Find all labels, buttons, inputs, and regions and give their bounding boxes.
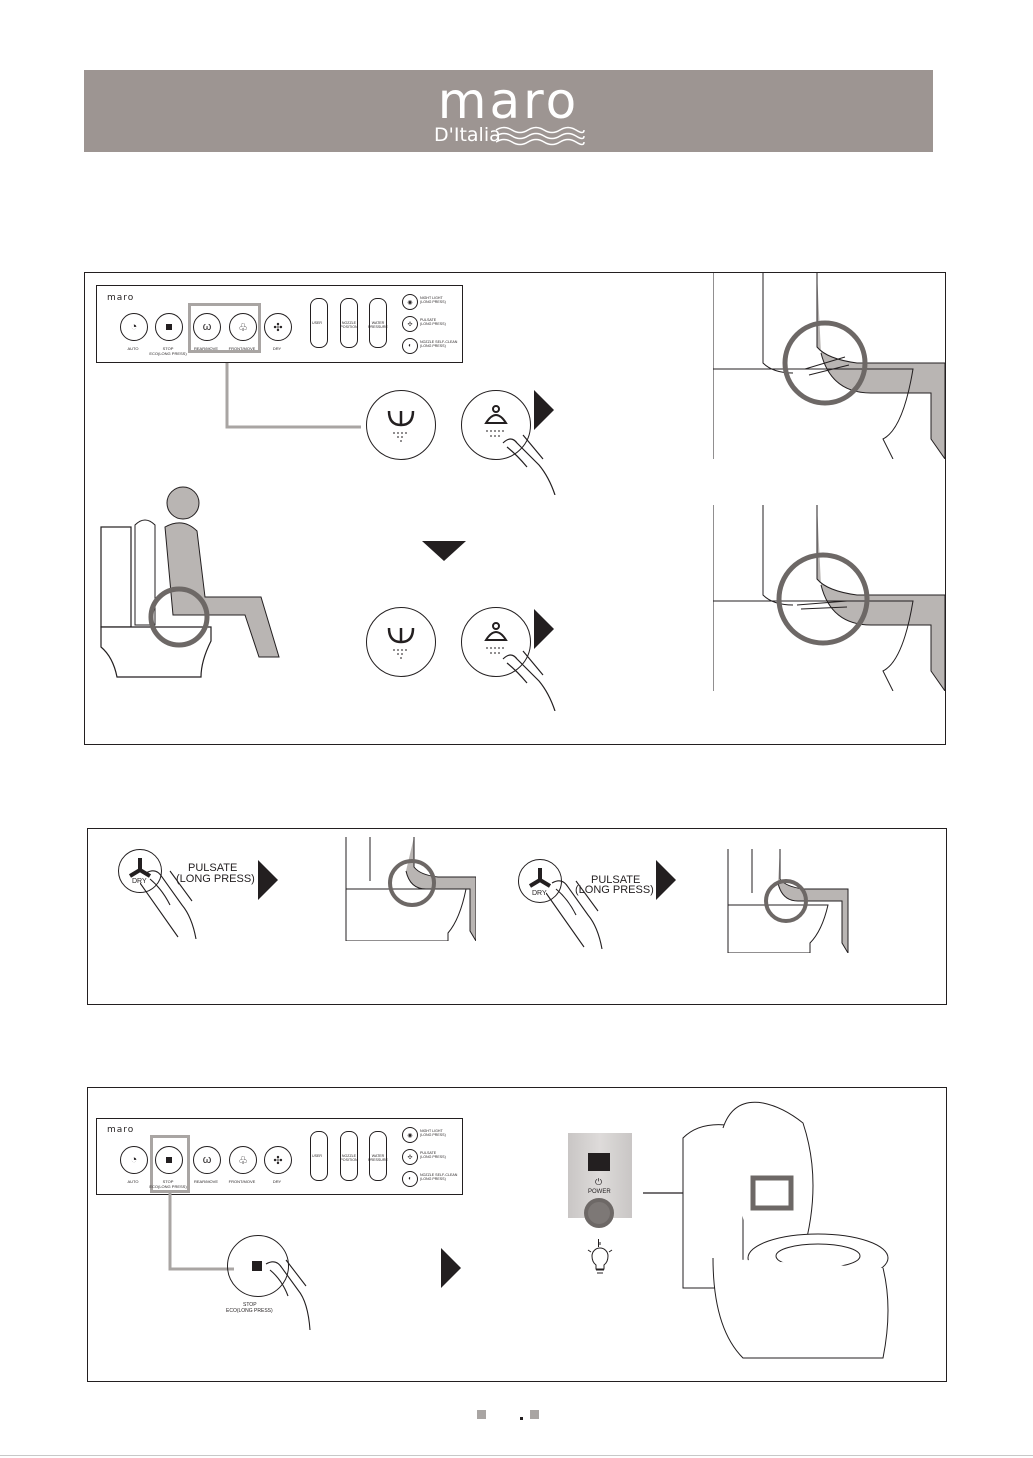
stop-label: STOP — [243, 1302, 257, 1308]
pulsate-illustration-1 — [345, 837, 476, 941]
brand-logo: maro — [437, 72, 580, 130]
arrow-right-icon-2 — [534, 609, 554, 649]
brand-banner: maro D'Italia — [84, 70, 933, 152]
fan-icon — [128, 858, 152, 878]
stop-button-large[interactable] — [227, 1235, 289, 1297]
user-selector[interactable]: USER — [310, 298, 328, 348]
pulsate-button-2[interactable]: ✣ — [402, 1149, 418, 1165]
dry-button[interactable]: ✣ — [264, 313, 292, 341]
front-wash-nozzle-illustration — [713, 505, 945, 691]
eco-mode-panel: maro ◔ ω ♧ ✣ AUTO STOP ECO(LONG PRESS) R… — [87, 1087, 947, 1382]
rear-wash-large-icon[interactable] — [366, 390, 436, 460]
power-label: POWER — [588, 1189, 611, 1195]
auto-button[interactable]: ◔ — [120, 313, 148, 341]
arrow-right-icon-3 — [258, 860, 278, 900]
hand-press-icon-5 — [265, 1259, 311, 1331]
auto-button-2[interactable]: ◔ — [120, 1146, 148, 1174]
pulsate-label-2: PULSATE — [591, 874, 641, 886]
page-number-mark-right — [530, 1410, 539, 1419]
stop-caption-2: STOP ECO(LONG PRESS) — [149, 1179, 187, 1189]
front-wash-large-icon-2[interactable] — [461, 607, 531, 677]
power-icon: ⏻ — [595, 1177, 603, 1187]
nozzle-clean-caption: NOZZLE SELF-CLEAN (LONG PRESS) — [420, 340, 458, 348]
pulsate-illustration-2 — [727, 849, 849, 953]
indicator-line — [598, 1239, 599, 1247]
rear-wash-nozzle-illustration — [713, 273, 945, 459]
wave-logo-icon — [495, 126, 585, 146]
dry-button-2[interactable]: ✣ — [264, 1146, 292, 1174]
highlight-box-wash — [188, 303, 261, 353]
dry-caption-2: DRY — [272, 1179, 282, 1184]
rear-wash-button-2[interactable]: ω — [193, 1146, 221, 1174]
toilet-eco-illustration — [643, 1101, 889, 1359]
control-panel-2: maro ◔ ω ♧ ✣ AUTO STOP ECO(LONG PRESS) R… — [96, 1118, 463, 1195]
night-light-button[interactable]: ◉ — [402, 294, 418, 310]
rear-wash-large-icon-2[interactable] — [366, 607, 436, 677]
arrow-right-icon-4 — [656, 860, 676, 900]
dry-caption: DRY — [272, 346, 282, 351]
highlight-box-stop — [150, 1135, 190, 1193]
front-caption-2: FRONT/MOVE — [228, 1179, 256, 1184]
hand-press-icon-4 — [546, 880, 603, 949]
auto-caption-2: AUTO — [127, 1179, 139, 1184]
stop-button-2[interactable] — [155, 1146, 183, 1174]
arrow-down-icon — [422, 541, 466, 561]
hand-press-icon-2 — [502, 650, 556, 711]
night-light-caption-2: NIGHT LIGHT (LONG PRESS) — [420, 1129, 446, 1137]
brand-subtitle: D'Italia — [434, 124, 501, 146]
front-caption: FRONT/MOVE — [228, 346, 256, 351]
nozzle-position-control[interactable]: NOZZLE POSITION — [340, 298, 358, 348]
bottom-rule — [0, 1455, 1033, 1456]
auto-caption: AUTO — [127, 346, 139, 351]
control-panel-1: maro ◔ ω ♧ ✣ AUTO STOP ECO(LONG PRESS) R… — [96, 285, 463, 363]
water-pressure-control-2[interactable]: WATER PRESSURE — [368, 1131, 388, 1181]
pulsate-label: PULSATE — [188, 862, 238, 874]
nozzle-clean-button-2[interactable]: ◐ — [402, 1171, 418, 1187]
connector-line — [225, 363, 361, 429]
pulsate-panel: DRY PULSATE (LONG PRESS) DRY PULSATE (LO… — [87, 828, 947, 1005]
pulsate-button[interactable]: ✣ — [402, 316, 418, 332]
long-press-label-2: (LONG PRESS) — [575, 884, 654, 896]
dry-button-large[interactable]: DRY — [118, 849, 162, 893]
night-light-caption: NIGHT LIGHT (LONG PRESS) — [420, 296, 446, 304]
hand-press-icon-3 — [140, 870, 197, 939]
nozzle-position-control-2[interactable]: NOZZLE POSITION — [340, 1131, 358, 1181]
page-number-dot — [520, 1417, 523, 1420]
rear-front-wash-panel: maro ◔ ω ♧ ✣ AUTO STOP ECO(LONG PRESS) R… — [84, 272, 946, 745]
arrow-right-icon — [534, 390, 554, 430]
rear-wash-button[interactable]: ω — [193, 313, 221, 341]
arrow-right-icon-5 — [441, 1248, 461, 1288]
stop-caption: STOP ECO(LONG PRESS) — [149, 346, 187, 356]
eco-indicator — [584, 1198, 614, 1228]
light-bulb-icon — [587, 1242, 613, 1274]
hand-press-icon — [502, 434, 556, 495]
power-indicator-panel: ⏻ POWER — [568, 1133, 632, 1228]
pulsate-caption-2: PULSATE (LONG PRESS) — [420, 1151, 446, 1159]
page-number-mark-left — [477, 1410, 486, 1419]
front-wash-button[interactable]: ♧ — [229, 313, 257, 341]
nozzle-clean-caption-2: NOZZLE SELF-CLEAN (LONG PRESS) — [420, 1173, 458, 1181]
stop-button[interactable] — [155, 313, 183, 341]
rear-caption: REAR/MOVE — [193, 346, 218, 351]
pulsate-caption: PULSATE (LONG PRESS) — [420, 318, 446, 326]
front-wash-button-2[interactable]: ♧ — [229, 1146, 257, 1174]
control-brand: maro — [107, 293, 135, 303]
fan-icon-2 — [528, 868, 552, 888]
rear-caption-2: REAR/MOVE — [193, 1179, 218, 1184]
user-selector-2[interactable]: USER — [310, 1131, 328, 1181]
power-display — [588, 1153, 610, 1171]
eco-long-press-label: ECO(LONG PRESS) — [226, 1308, 273, 1314]
seated-user-illustration — [100, 486, 280, 678]
nozzle-clean-button[interactable]: ◐ — [402, 338, 418, 354]
long-press-label: (LONG PRESS) — [176, 873, 255, 885]
connector-line-2 — [168, 1193, 234, 1271]
front-wash-large-icon[interactable] — [461, 390, 531, 460]
water-pressure-control[interactable]: WATER PRESSURE — [368, 298, 388, 348]
control-brand-2: maro — [107, 1125, 135, 1135]
night-light-button-2[interactable]: ◉ — [402, 1127, 418, 1143]
